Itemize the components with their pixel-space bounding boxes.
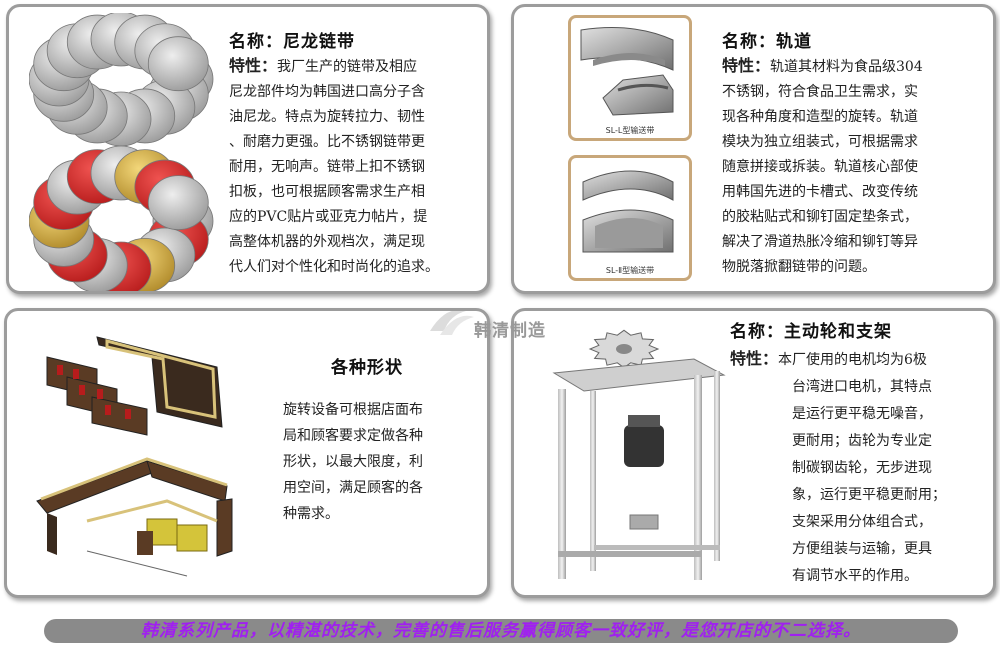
track-feature-label: 特性： bbox=[722, 56, 771, 75]
track-title: 名称：轨道 bbox=[722, 32, 812, 52]
shapes-title: 各种形状 bbox=[331, 358, 403, 378]
track-line: 物脱落掀翻链带的问题。 bbox=[722, 259, 876, 275]
drive-frame-image bbox=[552, 329, 726, 580]
drive-line: 本厂使用的电机均为6极 bbox=[778, 352, 927, 368]
chain-feature-label: 特性： bbox=[229, 56, 278, 75]
chain-line: 尼龙部件均为韩国进口高分子含 bbox=[229, 84, 425, 100]
drive-line: 制碳钢齿轮，无步进现 bbox=[792, 460, 932, 476]
drive-line: 台湾进口电机，其特点 bbox=[792, 379, 932, 395]
track-caption-bottom: SL-Ⅱ型输送带 bbox=[605, 266, 655, 275]
track-line: 随意拼接或拆装。轨道核心部使 bbox=[722, 159, 918, 175]
track-line: 模块为独立组装式，可根据需求 bbox=[722, 134, 918, 150]
shapes-line: 种需求。 bbox=[283, 506, 339, 522]
chain-plate bbox=[147, 36, 209, 92]
counter-layout-top-image bbox=[46, 336, 223, 436]
track-description: 特性：轨道其材料为食品级304 不锈钢，符合食品卫生需求，实 现各种角度和造型的… bbox=[722, 53, 992, 280]
track-line: 轨道其材料为食品级304 bbox=[770, 59, 923, 75]
chain-line: 应的PVC贴片或亚克力帖片，提 bbox=[229, 209, 428, 225]
chain-line: 、耐磨力更强。比不锈钢链带更 bbox=[229, 134, 425, 150]
track-caption-top: SL-L型输送带 bbox=[605, 126, 655, 135]
panel-drive-wheel: 名称：主动轮和支架 特性：本厂使用的电机均为6极 台湾进口电机，其特点 是运行更… bbox=[511, 308, 996, 598]
drive-line: 是运行更平稳无噪音， bbox=[792, 406, 932, 422]
chain-line: 我厂生产的链带及相应 bbox=[277, 59, 418, 75]
panel-track: SL-L型输送带 SL-Ⅱ型输送带 名称：轨道 特性：轨道其材料为食品级304 … bbox=[511, 4, 996, 294]
drive-title: 名称：主动轮和支架 bbox=[730, 322, 892, 342]
brand-logo-icon bbox=[430, 309, 474, 335]
chain-line: 扣板，也可根据顾客需求生产相 bbox=[229, 184, 425, 200]
shapes-line: 局和顾客要求定做各种 bbox=[283, 428, 423, 444]
drive-line: 方便组装与运输，更具 bbox=[792, 541, 932, 557]
drive-line: 象，运行更平稳更耐用； bbox=[792, 487, 946, 503]
brand-watermark: 韩清制造 bbox=[474, 321, 546, 341]
chain-description: 特性：我厂生产的链带及相应 尼龙部件均为韩国进口高分子含 油尼龙。特点为旋转拉力… bbox=[229, 53, 487, 280]
drive-line: 更耐用；齿轮为专业定 bbox=[792, 433, 932, 449]
drive-feature-label: 特性： bbox=[730, 349, 779, 368]
chain-line: 耐用，无响声。链带上扣不锈钢 bbox=[229, 159, 425, 175]
shapes-description: 旋转设备可根据店面布 局和顾客要求定做各种 形状，以最大限度，利 用空间，满足顾… bbox=[283, 397, 483, 527]
shapes-line: 旋转设备可根据店面布 bbox=[283, 402, 423, 418]
panel-nylon-chain: 名称：尼龙链带 特性：我厂生产的链带及相应 尼龙部件均为韩国进口高分子含 油尼龙… bbox=[6, 4, 490, 294]
track-image-top: SL-L型输送带 bbox=[568, 15, 692, 141]
shapes-line: 用空间，满足顾客的各 bbox=[283, 480, 423, 496]
track-line: 的胶粘贴式和铆钉固定垫条式， bbox=[722, 209, 918, 225]
track-line: 解决了滑道热胀冷缩和铆钉等异 bbox=[722, 234, 918, 250]
chain-line: 油尼龙。特点为旋转拉力、韧性 bbox=[229, 109, 425, 125]
track-line: 现各种角度和造型的旋转。轨道 bbox=[722, 109, 918, 125]
shapes-line: 形状，以最大限度，利 bbox=[283, 454, 423, 470]
panel-shapes: 各种形状 旋转设备可根据店面布 局和顾客要求定做各种 形状，以最大限度，利 用空… bbox=[4, 308, 490, 598]
counter-layout-bottom-image bbox=[36, 457, 233, 577]
chain-plates-image bbox=[29, 13, 214, 291]
drive-description: 特性：本厂使用的电机均为6极 台湾进口电机，其特点 是运行更平稳无噪音， 更耐用… bbox=[730, 345, 992, 590]
track-image-bottom: SL-Ⅱ型输送带 bbox=[568, 155, 692, 281]
track-line: 不锈钢，符合食品卫生需求，实 bbox=[722, 84, 918, 100]
chain-title: 名称：尼龙链带 bbox=[229, 32, 355, 52]
chain-line: 高整体机器的外观档次，满足现 bbox=[229, 234, 425, 250]
gear-hub bbox=[616, 344, 632, 354]
drive-line: 有调节水平的作用。 bbox=[792, 568, 918, 584]
drive-line: 支架采用分体组合式， bbox=[792, 514, 932, 530]
slogan-banner: 韩清系列产品，以精湛的技术，完善的售后服务赢得顾客一致好评，是您开店的不二选择。 bbox=[44, 619, 958, 643]
chain-plate bbox=[147, 175, 209, 231]
track-line: 用韩国先进的卡槽式、改变传统 bbox=[722, 184, 918, 200]
chain-line: 代人们对个性化和时尚化的追求。 bbox=[229, 259, 439, 275]
